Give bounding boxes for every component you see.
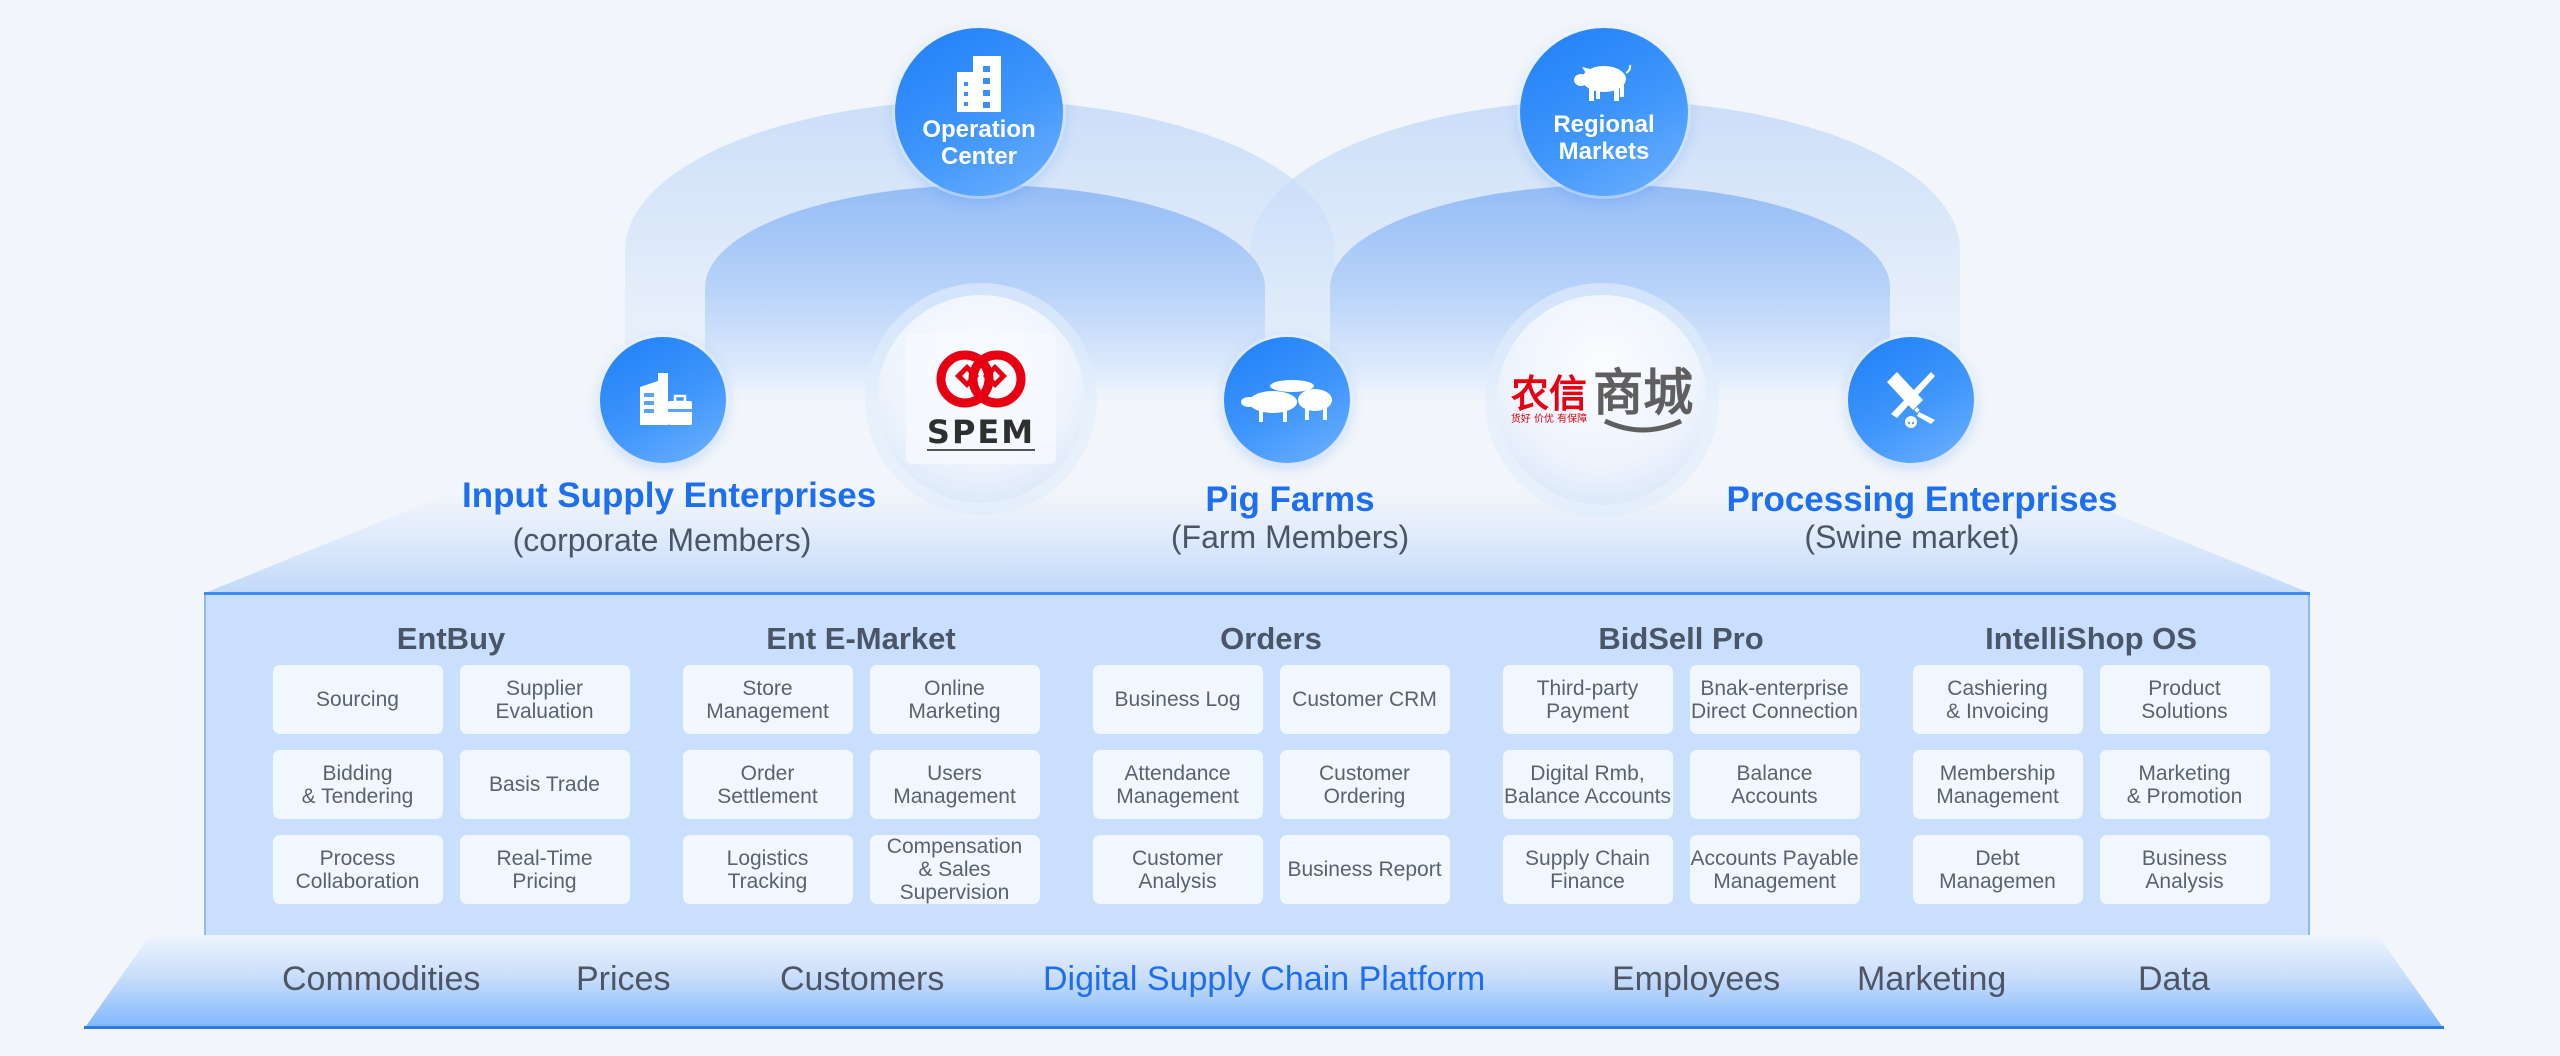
function-cell[interactable]: Users Management [869, 750, 1040, 819]
function-cell[interactable]: Marketing & Promotion [2099, 750, 2270, 819]
mall-logo-circle: 农信 货好 价优 有保障 商城 [1497, 295, 1707, 505]
module-title: Ent E-Market [766, 621, 956, 656]
spem-rings-icon [936, 350, 1026, 408]
function-cell[interactable]: Customer Analysis [1092, 835, 1263, 904]
base-item-employees[interactable]: Employees [1612, 960, 1781, 998]
function-cell[interactable]: Compensation & Sales Supervision [869, 835, 1040, 904]
processing-enterprises-subtitle: (Swine market) [1804, 519, 2020, 555]
module-title: IntelliShop OS [1985, 621, 2197, 656]
function-cell[interactable]: Supplier Evaluation [459, 665, 630, 734]
function-cell[interactable]: Store Management [682, 665, 853, 734]
pig-farms-node[interactable] [1224, 337, 1350, 463]
function-cell[interactable]: Logistics Tracking [682, 835, 853, 904]
mall-logo-slogan: 货好 价优 有保障 [1510, 414, 1588, 425]
function-cell[interactable]: Attendance Management [1092, 750, 1263, 819]
module-grid: Store Management Online Marketing Order … [681, 665, 1041, 904]
regional-markets-label: Regional Markets [1553, 111, 1655, 165]
function-cell[interactable]: Real-Time Pricing [459, 835, 630, 904]
modules-panel: EntBuy Sourcing Supplier Evaluation Bidd… [204, 592, 2310, 938]
smile-curve-icon [1604, 419, 1683, 433]
processing-enterprises-title: Processing Enterprises [1726, 480, 2118, 519]
pig-farms-subtitle: (Farm Members) [1170, 519, 1410, 555]
module-title: Orders [1220, 621, 1322, 656]
module-orders: Orders Business Log Customer CRM Attenda… [1091, 595, 1451, 904]
function-cell[interactable]: Business Report [1279, 835, 1450, 904]
operation-center-node[interactable]: Operation Center [895, 28, 1063, 196]
enterprise-briefcase-icon [640, 373, 692, 425]
base-item-commodities[interactable]: Commodities [282, 960, 481, 998]
module-grid: Third-party Payment Bnak-enterprise Dire… [1501, 665, 1861, 904]
base-item-digital-supply-chain-platform[interactable]: Digital Supply Chain Platform [1043, 960, 1486, 998]
function-cell[interactable]: Supply Chain Finance [1502, 835, 1673, 904]
module-intellishop-os: IntelliShop OS Cashiering & Invoicing Pr… [1911, 595, 2271, 904]
module-grid: Business Log Customer CRM Attendance Man… [1091, 665, 1451, 904]
base-item-data[interactable]: Data [2138, 960, 2210, 998]
function-cell[interactable]: Business Analysis [2099, 835, 2270, 904]
function-cell[interactable]: Sourcing [272, 665, 443, 734]
function-cell[interactable]: Balance Accounts [1689, 750, 1860, 819]
function-cell[interactable]: Accounts Payable Management [1689, 835, 1860, 904]
function-cell[interactable]: Online Marketing [869, 665, 1040, 734]
function-cell[interactable]: Bnak-enterprise Direct Connection [1689, 665, 1860, 734]
function-cell[interactable]: Third-party Payment [1502, 665, 1673, 734]
function-cell[interactable]: Bidding & Tendering [272, 750, 443, 819]
platform-base [84, 935, 2444, 1029]
mall-logo: 农信 货好 价优 有保障 商城 [1511, 367, 1693, 433]
cleaver-knife-icon [1887, 372, 1935, 428]
platform-roof [205, 490, 2310, 593]
function-cell[interactable]: Customer CRM [1279, 665, 1450, 734]
function-cell[interactable]: Customer Ordering [1279, 750, 1450, 819]
spem-logo-circle: SPEM [877, 295, 1085, 503]
module-grid: Cashiering & Invoicing Product Solutions… [1911, 665, 2271, 904]
function-cell[interactable]: Product Solutions [2099, 665, 2270, 734]
function-cell[interactable]: Process Collaboration [272, 835, 443, 904]
base-underline [84, 1026, 2444, 1029]
pigs-herd-icon [1241, 380, 1332, 422]
pig-icon [1574, 64, 1632, 101]
input-supply-subtitle: (corporate Members) [512, 522, 812, 558]
processing-enterprises-node[interactable] [1848, 337, 1974, 463]
function-cell[interactable]: Business Log [1092, 665, 1263, 734]
mall-logo-gray-text: 商城 [1593, 364, 1694, 422]
module-entbuy: EntBuy Sourcing Supplier Evaluation Bidd… [271, 595, 631, 904]
pig-farms-title: Pig Farms [1205, 480, 1375, 519]
spem-logo: SPEM [906, 334, 1056, 464]
spem-wordmark: SPEM [926, 413, 1036, 451]
base-item-customers[interactable]: Customers [780, 960, 945, 998]
base-item-prices[interactable]: Prices [576, 960, 671, 998]
function-cell[interactable]: Basis Trade [459, 750, 630, 819]
function-cell[interactable]: Membership Management [1912, 750, 2083, 819]
input-supply-title: Input Supply Enterprises [462, 476, 877, 515]
regional-markets-node[interactable]: Regional Markets [1520, 28, 1688, 196]
base-item-marketing[interactable]: Marketing [1857, 960, 2007, 998]
mall-logo-red-text: 农信 [1510, 372, 1587, 416]
module-bidsell-pro: BidSell Pro Third-party Payment Bnak-ent… [1501, 595, 1861, 904]
building-icon [957, 56, 1001, 112]
input-supply-node[interactable] [600, 337, 726, 463]
function-cell[interactable]: Order Settlement [682, 750, 853, 819]
module-title: BidSell Pro [1598, 621, 1764, 656]
function-cell[interactable]: Debt Managemen [1912, 835, 2083, 904]
function-cell[interactable]: Digital Rmb, Balance Accounts [1502, 750, 1673, 819]
function-cell[interactable]: Cashiering & Invoicing [1912, 665, 2083, 734]
module-grid: Sourcing Supplier Evaluation Bidding & T… [271, 665, 631, 904]
module-ent-e-market: Ent E-Market Store Management Online Mar… [681, 595, 1041, 904]
module-title: EntBuy [396, 621, 506, 656]
operation-center-label: Operation Center [922, 116, 1036, 170]
